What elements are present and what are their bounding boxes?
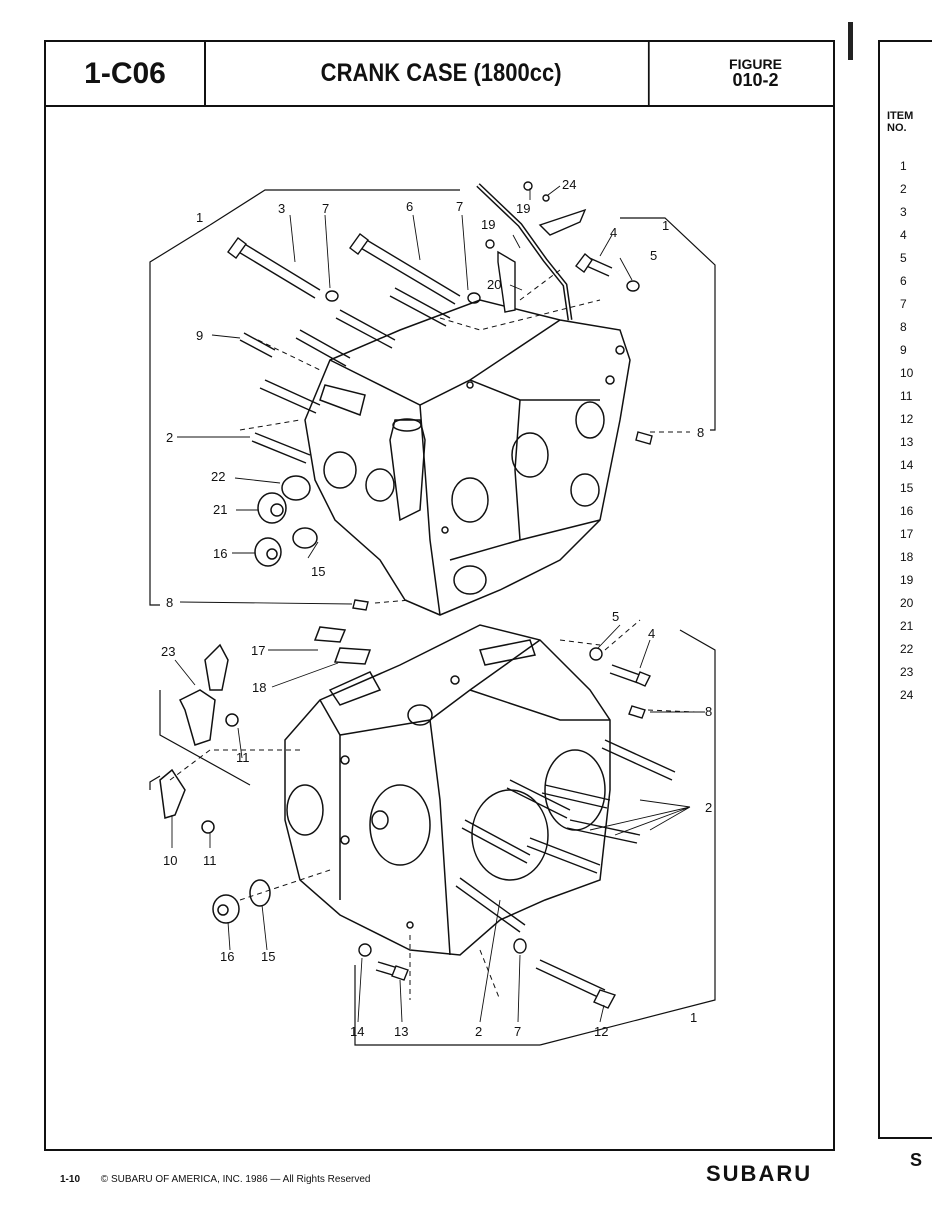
callout-19: 19 <box>481 217 495 232</box>
catalog-frame: 1-C06 CRANK CASE (1800cc) FIGURE 010-2 <box>44 40 835 1151</box>
figure-number: 010-2 <box>732 70 779 91</box>
callout-12: 12 <box>594 1024 608 1039</box>
brand-logo-fragment: S <box>910 1150 923 1170</box>
callout-3: 3 <box>278 201 285 216</box>
callout-10: 10 <box>163 853 177 868</box>
list-item: 20 <box>900 596 914 610</box>
lower-studs <box>358 647 676 1009</box>
callout-14: 14 <box>350 1024 364 1039</box>
list-item: 18 <box>900 550 914 564</box>
callout-11: 11 <box>203 853 217 868</box>
item-header-line1: ITEM <box>887 110 914 122</box>
list-item: 5 <box>900 251 907 265</box>
callout-4: 4 <box>610 225 617 240</box>
callout-24: 24 <box>562 177 576 192</box>
list-item: 15 <box>900 481 914 495</box>
callout-5: 5 <box>612 609 619 624</box>
callout-2: 2 <box>705 800 712 815</box>
callout-23: 23 <box>161 644 175 659</box>
page-title: CRANK CASE (1800cc) <box>234 42 650 105</box>
list-item: 22 <box>900 642 914 656</box>
page-edge-mark <box>848 22 853 60</box>
list-item: 9 <box>900 343 907 357</box>
list-item: 23 <box>900 665 914 679</box>
upper-crankcase-half <box>304 299 631 616</box>
callout-2: 2 <box>166 430 173 445</box>
list-item: 8 <box>900 320 907 334</box>
list-item: 3 <box>900 205 907 219</box>
list-item: 17 <box>900 527 914 541</box>
list-item: 4 <box>900 228 907 242</box>
brand-logo: SUBARU <box>706 1161 813 1186</box>
callout-5: 5 <box>650 248 657 263</box>
callout-8: 8 <box>697 425 704 440</box>
callout-leaders <box>171 185 705 1023</box>
lower-parts <box>159 626 372 924</box>
list-item: 2 <box>900 182 907 196</box>
page-header: 1-C06 CRANK CASE (1800cc) FIGURE 010-2 <box>46 42 833 107</box>
list-item: 21 <box>900 619 914 633</box>
callout-4: 4 <box>648 626 655 641</box>
callout-1: 1 <box>662 218 669 233</box>
list-item: 14 <box>900 458 914 472</box>
item-number-list: 1 2 3 4 5 6 7 8 9 10 11 12 13 14 15 16 1… <box>900 155 913 707</box>
callout-18: 18 <box>252 680 266 695</box>
list-item: 11 <box>900 389 913 403</box>
copyright-text: © SUBARU OF AMERICA, INC. 1986 — All Rig… <box>100 1174 371 1185</box>
list-item: 13 <box>900 435 914 449</box>
list-item: 6 <box>900 274 907 288</box>
callout-21: 21 <box>213 502 227 517</box>
callout-1: 1 <box>196 210 203 225</box>
callout-16: 16 <box>220 949 234 964</box>
callout-13: 13 <box>394 1024 408 1039</box>
callout-20: 20 <box>487 277 501 292</box>
figure-label: FIGURE <box>729 55 782 72</box>
callout-1: 1 <box>690 1010 697 1025</box>
callout-9: 9 <box>196 328 203 343</box>
callout-15: 15 <box>261 949 275 964</box>
callout-8: 8 <box>166 595 173 610</box>
list-item: 7 <box>900 297 907 311</box>
list-item: 12 <box>900 412 914 426</box>
lower-crankcase-half <box>284 624 611 956</box>
callout-17: 17 <box>251 643 265 658</box>
item-no-header: ITEM NO. <box>887 110 913 134</box>
item-header-line2: NO. <box>887 122 907 135</box>
callout-19: 19 <box>516 201 530 216</box>
upper-bolts <box>227 181 653 611</box>
callout-11: 11 <box>236 750 250 765</box>
callout-6: 6 <box>406 199 413 214</box>
callout-7: 7 <box>456 199 463 214</box>
figure-box: FIGURE 010-2 <box>678 42 833 105</box>
callout-8: 8 <box>705 704 712 719</box>
callout-labels: 1 3 7 6 7 19 24 19 20 4 5 1 9 8 2 22 21 … <box>161 177 712 1039</box>
section-code: 1-C06 <box>46 42 206 105</box>
leader-lines <box>169 269 696 1001</box>
upper-bracket <box>149 189 716 606</box>
callout-15: 15 <box>311 564 325 579</box>
callout-2: 2 <box>475 1024 482 1039</box>
list-item: 24 <box>900 688 914 702</box>
lower-bracket <box>149 629 716 1046</box>
callout-16: 16 <box>213 546 227 561</box>
page-footer: 1-10 © SUBARU OF AMERICA, INC. 1986 — Al… <box>60 1174 370 1185</box>
page-number: 1-10 <box>60 1174 81 1185</box>
upper-plugs <box>254 475 318 567</box>
list-item: 10 <box>900 366 914 380</box>
adjacent-page <box>878 40 932 1139</box>
callout-7: 7 <box>322 201 329 216</box>
list-item: 19 <box>900 573 914 587</box>
callout-22: 22 <box>211 469 225 484</box>
list-item: 16 <box>900 504 914 518</box>
list-item: 1 <box>900 159 907 173</box>
callout-7: 7 <box>514 1024 521 1039</box>
